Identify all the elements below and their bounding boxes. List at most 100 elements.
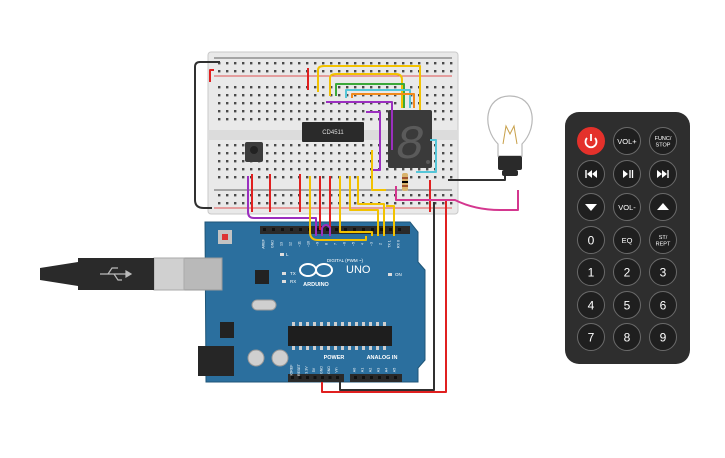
led-l-label: L [286,252,289,257]
remote-button-label: EQ [622,236,633,245]
remote-button-label: 5 [624,299,631,313]
play-pause-icon [623,170,634,178]
remote-button-6[interactable]: 6 [649,291,677,319]
power-button[interactable] [577,127,605,155]
remote-button-label: 7 [588,331,595,345]
arduino-logo [299,263,333,277]
remote-button-8[interactable]: 8 [613,323,641,351]
usb-port [181,257,223,291]
header-pin[interactable] [335,228,338,231]
remote-button-0[interactable]: 0 [577,226,605,254]
remote-button-label: 8 [624,331,631,345]
pin-label: ~3 [370,242,374,246]
pin-label: ~5 [352,242,356,246]
header-pin[interactable] [313,376,317,379]
ir-receiver[interactable] [245,142,263,162]
cd4511-chip[interactable]: CD4511 [302,122,364,142]
pin-label: A5 [393,368,397,372]
header-pin[interactable] [336,376,339,379]
header-pin[interactable] [370,376,373,379]
arrow-down-icon [585,204,597,211]
seven-segment-digit: 8 [396,119,425,173]
wires[interactable] [194,61,519,393]
pin-label: A1 [361,368,365,372]
play-pause-button[interactable] [613,160,641,188]
remote-button-2[interactable]: 2 [613,258,641,286]
remote-button-label: 2 [624,266,631,280]
remote-button-label: STOP [656,143,671,149]
remote-button-9[interactable]: 9 [649,323,677,351]
remote-button-4[interactable]: 4 [577,291,605,319]
board-model-label: UNO [346,264,371,276]
pin-label: 5V [312,367,316,372]
header-pin[interactable] [290,228,293,231]
pin-label: GND [271,240,275,248]
pin-label: ~9 [316,242,320,246]
remote-button-label: 1 [588,266,595,280]
skip-back-button[interactable] [577,160,605,188]
header-pin[interactable] [362,376,365,379]
skip-forward-button[interactable] [649,160,677,188]
usb-cable[interactable] [40,257,185,291]
header-pin[interactable] [378,376,381,379]
arrow-down-button[interactable] [577,193,605,221]
remote-button-label: VOL- [618,203,636,212]
header-pin[interactable] [317,228,320,231]
remote-button-eq[interactable]: EQ [613,226,641,254]
remote-button-vol-[interactable]: VOL+ [613,127,641,155]
header-pin[interactable] [354,376,357,379]
pin-label: 8 [325,243,329,245]
remote-button-vol-[interactable]: VOL- [613,193,641,221]
header-pin[interactable] [299,228,302,231]
power-header-label: POWER [324,355,345,361]
remote-button-func-stop[interactable]: FUNC/STOP [649,127,677,155]
header-pin[interactable] [306,376,309,379]
resistor[interactable] [402,173,408,191]
header-pin[interactable] [344,228,347,231]
remote-button-label: VOL+ [617,137,637,146]
remote-button-1[interactable]: 1 [577,258,605,286]
remote-button-5[interactable]: 5 [613,291,641,319]
pin-label: TX 1 [388,240,392,248]
header-pin[interactable] [353,228,356,231]
seven-segment-display[interactable]: 8 [388,110,432,173]
header-pin[interactable] [380,228,383,231]
pin-label: A2 [369,368,373,372]
header-pin[interactable] [328,376,332,379]
pin-label: ~11 [298,241,302,247]
header-pin[interactable] [326,228,329,231]
header-pin[interactable] [386,376,389,379]
header-pin[interactable] [298,376,302,379]
header-pin[interactable] [362,228,365,231]
chip-label: CD4511 [322,130,344,136]
header-pin[interactable] [281,228,284,231]
header-pin[interactable] [272,228,275,231]
header-pin[interactable] [398,228,401,231]
light-bulb[interactable] [487,95,533,176]
analog-header-label: ANALOG IN [367,355,398,361]
pin-label: GND [327,366,331,374]
header-pin[interactable] [389,228,392,231]
pin-label: A3 [377,368,381,372]
header-pin[interactable] [321,376,324,379]
pin-label: GND [320,366,324,374]
remote-button-label: 0 [588,234,595,248]
pin-label: ~6 [343,242,347,246]
header-pin[interactable] [371,228,374,231]
ir-remote[interactable]: VOL+ FUNC/STOP VOL- 0 EQ ST/REPT 1 2 3 4 5 6 7 8 9 [565,112,690,364]
arrow-up-button[interactable] [649,193,677,221]
remote-button-label: FUNC/ [655,136,672,142]
header-pin[interactable] [394,376,397,379]
remote-button-3[interactable]: 3 [649,258,677,286]
header-pin[interactable] [263,228,266,231]
header-pin[interactable] [291,376,294,379]
pin-label: ~10 [307,241,311,247]
remote-button-7[interactable]: 7 [577,323,605,351]
remote-button-st-rept[interactable]: ST/REPT [649,226,677,254]
remote-button-label: 4 [588,299,595,313]
